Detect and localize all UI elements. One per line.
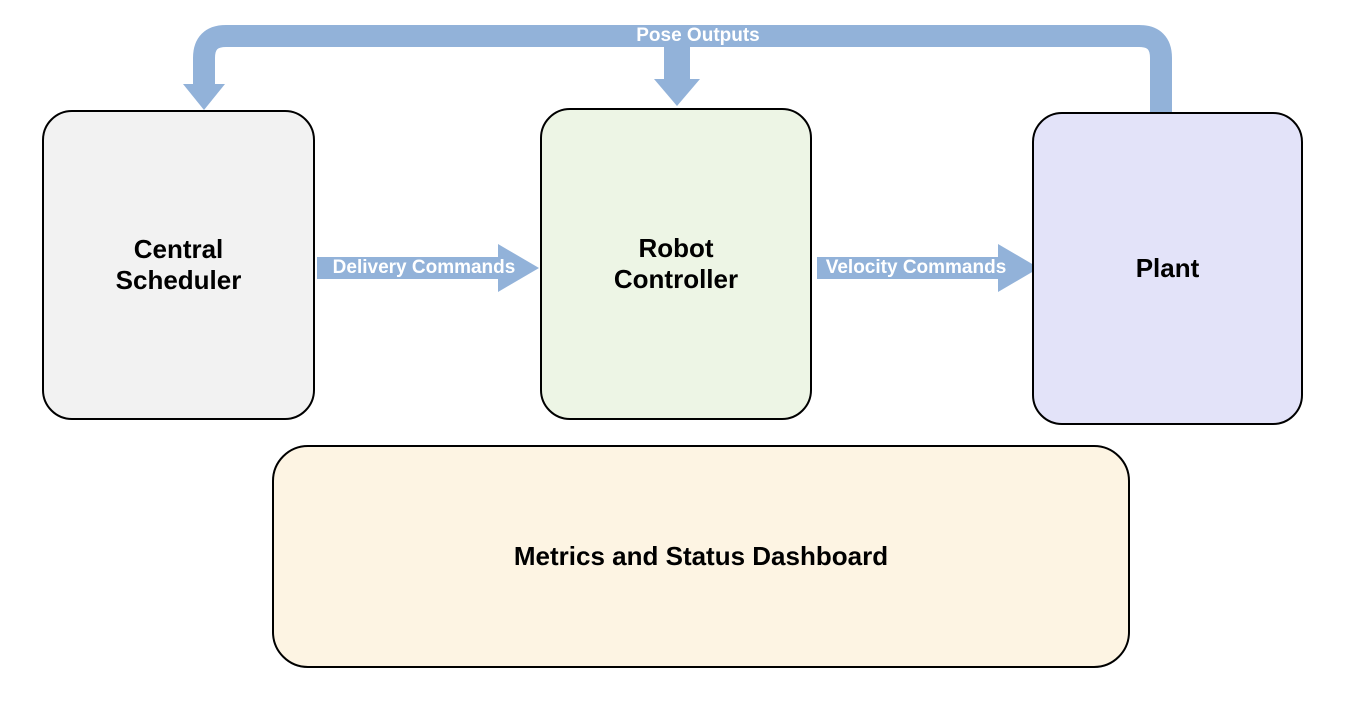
node-central-scheduler-label: Central Scheduler (115, 233, 242, 295)
velocity-commands-arrow (817, 244, 1039, 292)
node-plant: Plant (1032, 112, 1303, 425)
node-metrics-status-dashboard-label: Metrics and Status Dashboard (513, 540, 889, 571)
node-robot-controller: Robot Controller (540, 108, 812, 420)
pose-outputs-arrow (183, 25, 1172, 118)
node-robot-controller-label: Robot Controller (613, 232, 739, 294)
node-metrics-status-dashboard: Metrics and Status Dashboard (272, 445, 1130, 668)
node-central-scheduler: Central Scheduler (42, 110, 315, 420)
edge-label-delivery-commands: Delivery Commands (332, 257, 516, 278)
node-plant-label: Plant (1135, 252, 1200, 283)
edge-label-velocity-commands: Velocity Commands (825, 257, 1007, 278)
edge-label-pose-outputs: Pose Outputs (636, 25, 760, 46)
delivery-commands-arrow (317, 244, 539, 292)
